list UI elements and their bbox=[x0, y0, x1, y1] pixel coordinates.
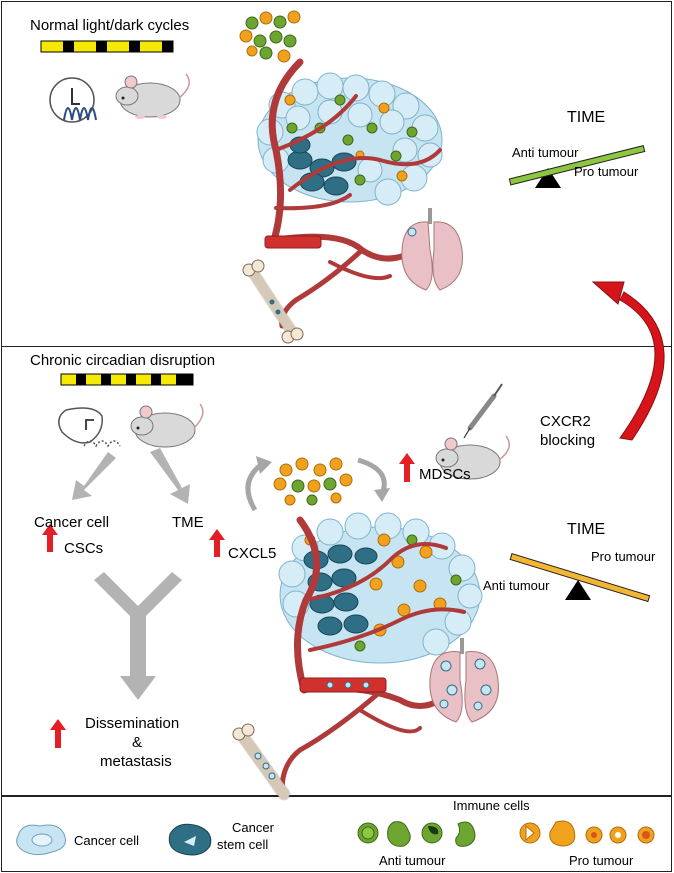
bone-middle bbox=[232, 723, 291, 801]
immune-cluster-middle bbox=[273, 457, 353, 506]
branch-cancer-cell: Cancer cell bbox=[34, 514, 110, 531]
mouse-icon-middle bbox=[130, 403, 204, 448]
disruption-title: Chronic circadian disruption bbox=[30, 352, 216, 369]
branch-tme: TME bbox=[172, 514, 204, 531]
cxcr2-line1: CXCR2 bbox=[540, 413, 591, 430]
normal-cycles-title: Normal light/dark cycles bbox=[30, 17, 190, 34]
balance-middle bbox=[509, 553, 651, 603]
legend-anti-tumour-cells bbox=[357, 821, 476, 847]
legend-cancer-cell-icon bbox=[16, 824, 66, 856]
up-arrow-mdsc bbox=[399, 453, 415, 482]
mouse-icon-top bbox=[115, 73, 190, 119]
legend-stem-cell-icon bbox=[168, 823, 212, 856]
anti-tumour-label-middle: Anti tumour bbox=[483, 578, 550, 593]
legend-anti-tumour-label: Anti tumour bbox=[379, 853, 446, 868]
dissemination-line1: Dissemination bbox=[85, 715, 180, 732]
time-title-top: TIME bbox=[567, 109, 606, 126]
tumour-middle bbox=[278, 512, 483, 664]
pro-tumour-label-middle: Pro tumour bbox=[591, 549, 656, 564]
dissemination-line2: & bbox=[132, 734, 143, 751]
broken-clock-icon bbox=[58, 407, 121, 448]
balance-top bbox=[508, 145, 646, 188]
legend-pro-tumour-label: Pro tumour bbox=[569, 853, 634, 868]
dissemination-line3: metastasis bbox=[100, 753, 172, 770]
legend-pro-tumour-cells bbox=[519, 820, 655, 847]
lung-middle bbox=[429, 638, 499, 723]
vessels-top bbox=[268, 58, 442, 329]
recruitment-arrowhead-1 bbox=[256, 456, 272, 474]
mouse-icon-treated bbox=[435, 435, 510, 480]
cxcl5-label: CXCL5 bbox=[228, 545, 277, 562]
csc-label: CSCs bbox=[64, 540, 104, 557]
vessel-segment-middle bbox=[299, 677, 387, 693]
cxcr2-line2: blocking bbox=[540, 432, 596, 449]
up-arrow-dissemination bbox=[50, 719, 66, 748]
up-arrow-csc bbox=[42, 524, 58, 552]
syringe-icon bbox=[463, 383, 503, 439]
light-dark-bar-normal bbox=[40, 40, 174, 53]
recruitment-arrowhead-2 bbox=[374, 488, 390, 502]
vessel-segment-top bbox=[264, 235, 322, 249]
anti-tumour-label-top: Anti tumour bbox=[512, 145, 579, 160]
immune-cluster-top bbox=[239, 10, 301, 63]
up-arrow-cxcl5 bbox=[209, 529, 225, 557]
legend-immune-title: Immune cells bbox=[453, 798, 530, 813]
legend-stem-cell-line2: stem cell bbox=[217, 837, 269, 852]
lung-top bbox=[401, 208, 464, 291]
panel-legend bbox=[1, 796, 672, 872]
panel-disruption bbox=[1, 346, 672, 796]
time-title-middle: TIME bbox=[567, 521, 606, 538]
legend-cancer-cell-label: Cancer cell bbox=[74, 833, 140, 848]
mdsc-label: MDSCs bbox=[419, 466, 471, 483]
legend-stem-cell-line1: Cancer bbox=[232, 820, 274, 835]
merge-arrow bbox=[94, 572, 182, 700]
clock-icon bbox=[49, 77, 97, 123]
vessels-middle bbox=[279, 516, 466, 793]
pro-tumour-label-top: Pro tumour bbox=[574, 164, 639, 179]
bone-top bbox=[242, 259, 304, 344]
cxcr2-arrow bbox=[591, 281, 665, 441]
grey-branch-arrows bbox=[72, 448, 190, 504]
light-dark-bar-disrupted bbox=[60, 373, 194, 386]
